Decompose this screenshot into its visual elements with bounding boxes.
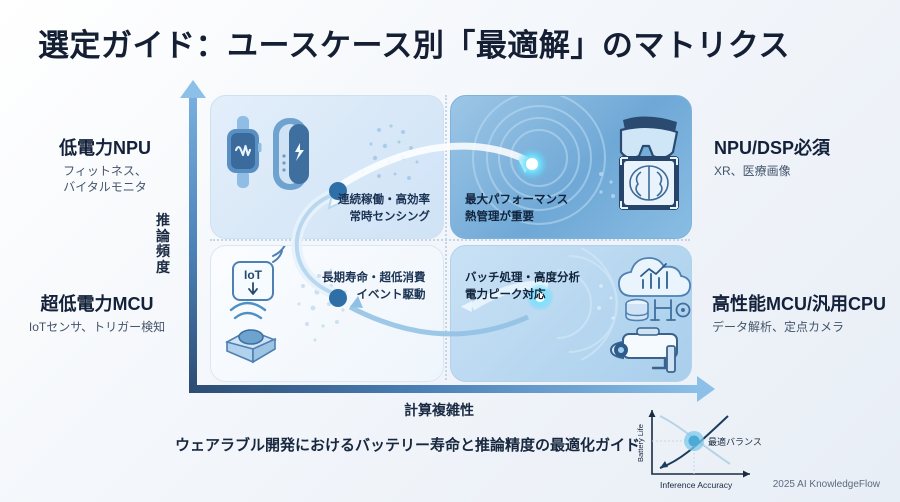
label-npu-dsp-required-sub: XR、医療画像 [714,163,791,178]
label-npu-dsp-required-heading: NPU/DSP必須 [714,138,831,158]
quadrant-bottom-left-inner-text: 長期寿命・超低消費 イベント駆動 [322,270,426,303]
slide-footer: 2025 AI KnowledgeFlow [772,479,880,490]
quadrant-top-left[interactable] [210,95,444,239]
label-ultra-low-power-mcu: 超低電力MCU IoTセンサ、トリガー検知 [12,293,182,335]
label-high-performance-mcu-cpu: 高性能MCU/汎用CPU データ解析、定点カメラ [712,293,886,335]
iot-sensor-icon: IoT [232,246,286,301]
flow-arrow-overlay [291,142,554,337]
inset-annotation: 最適バランス [708,436,762,447]
label-npu-dsp-required: NPU/DSP必須 XR、医療画像 [714,137,830,179]
quadrant-bottom-left-art: IoT [225,246,347,364]
y-axis-line [189,92,197,392]
x-axis-label: 計算複雑性 [404,402,474,418]
matrix-grid: IoT [210,95,692,382]
qtr-line1: 最大パフォーマンス [465,194,569,206]
qbr-line2: 電力ピーク対応 [465,288,546,301]
qbl-line1: 長期寿命・超低消費 [322,272,426,284]
qtl-line1: 連続稼働・高効率 [338,194,430,206]
quadrant-top-right-art [472,96,679,225]
inset-chart-art: 最適バランス Battery Life Inference Accuracy [636,410,762,490]
label-low-power-npu-sub2: バイタルモニタ [63,180,147,195]
label-ultra-low-power-mcu-sub: IoTセンサ、トリガー検知 [28,319,166,334]
qtl-line2: 常時センシング [349,210,431,223]
label-low-power-npu: 低電力NPU フィットネス、 バイタルモニタ [30,137,180,196]
x-axis-line [189,385,702,393]
security-camera-icon [609,327,678,373]
label-low-power-npu-heading: 低電力NPU [58,138,151,158]
quadrant-bottom-right-inner-text: バッチ処理・高度分析 電力ピーク対応 [465,270,580,303]
label-ultra-low-power-mcu-heading: 超低電力MCU [40,294,154,314]
quadrant-divider-vertical [445,95,447,380]
svg-text:IoT: IoT [244,268,263,282]
label-high-performance-mcu-cpu-heading: 高性能MCU/汎用CPU [712,294,886,314]
y-axis-label: 推論頻度 [156,212,170,276]
database-pipeline-icon [625,298,691,322]
cloud-analytics-icon [618,257,691,297]
wireless-button-icon [225,301,277,364]
qbl-line2: イベント駆動 [356,288,426,301]
qbr-line1: バッチ処理・高度分析 [465,272,580,284]
inset-tradeoff-chart: 最適バランス Battery Life Inference Accuracy [630,404,790,492]
label-high-performance-mcu-cpu-sub: データ解析、定点カメラ [712,319,845,334]
quadrant-bottom-right[interactable] [450,245,692,382]
page-title: 選定ガイド：ユースケース別「最適解」のマトリクス [38,28,790,63]
quadrant-top-left-inner-text: 連続稼働・高効率 常時センシング [338,192,430,225]
inset-x-axis-label: Inference Accuracy [660,480,733,490]
quadrant-top-right[interactable] [450,95,692,239]
inset-y-axis-label: Battery Life [636,424,645,462]
label-low-power-npu-sub1: フィットネス、 [63,163,147,178]
quadrant-bottom-right-art [556,247,691,373]
brain-scan-icon [619,156,679,210]
qtr-line2: 熱管理が重要 [465,210,534,223]
slide-caption: ウェアラブル開発におけるバッテリー寿命と推論精度の最適化ガイド [175,437,641,454]
fitness-band-bolt-icon [273,118,309,190]
smartwatch-heartrate-icon [227,116,262,188]
quadrant-divider-horizontal [210,239,690,241]
x-axis-arrowhead-icon [697,376,715,402]
quadrant-top-right-inner-text: 最大パフォーマンス 熱管理が重要 [465,192,568,225]
quadrant-bottom-left[interactable]: IoT [210,245,444,382]
y-axis-arrowhead-icon [180,80,206,98]
